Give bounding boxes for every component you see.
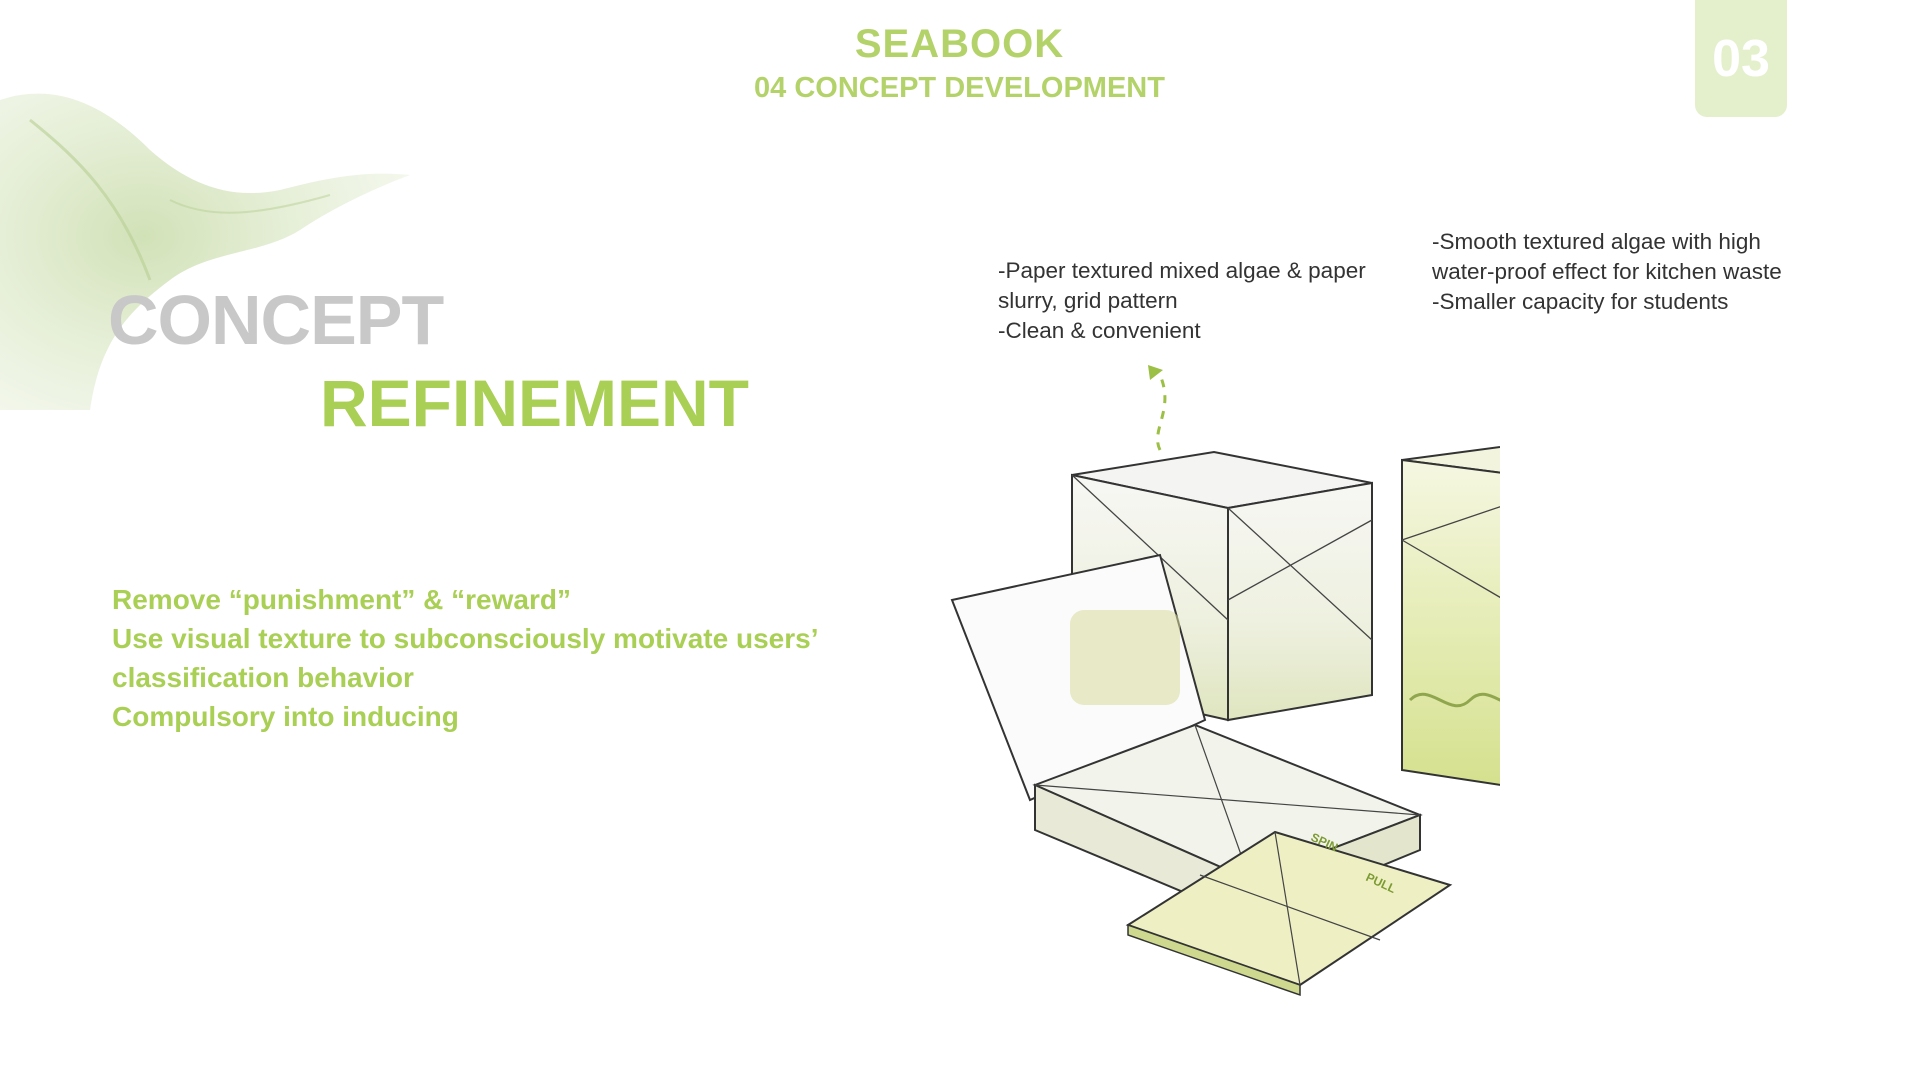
note-line: -Clean & convenient (998, 318, 1201, 343)
note-line: water-proof effect for kitchen waste (1432, 259, 1782, 284)
principles-list: Remove “punishment” & “reward” Use visua… (112, 580, 818, 736)
note-line: -Smaller capacity for students (1432, 289, 1729, 314)
folding-box-illustration: SPIN PULL (950, 365, 1500, 997)
note-smooth-texture: -Smooth textured algae with high water-p… (1432, 227, 1782, 317)
headline-refinement: REFINEMENT (320, 366, 749, 440)
note-line: slurry, grid pattern (998, 288, 1178, 313)
note-paper-texture: -Paper textured mixed algae & paper slur… (998, 256, 1366, 346)
header-subtitle: 04 CONCEPT DEVELOPMENT (754, 72, 1165, 104)
principle-item: classification behavior (112, 662, 414, 693)
note-line: -Smooth textured algae with high (1432, 229, 1761, 254)
header-title: SEABOOK (854, 22, 1065, 66)
principle-item: Remove “punishment” & “reward” (112, 584, 571, 615)
seaweed-leaf-decoration (0, 93, 410, 410)
note-line: -Paper textured mixed algae & paper (998, 258, 1366, 283)
principle-item: Use visual texture to subconsciously mot… (112, 623, 819, 654)
principle-item: Compulsory into inducing (112, 701, 459, 732)
page-number-badge: 03 (1695, 0, 1787, 117)
arrow-up-left (1156, 374, 1167, 451)
headline-concept: CONCEPT (108, 281, 444, 359)
